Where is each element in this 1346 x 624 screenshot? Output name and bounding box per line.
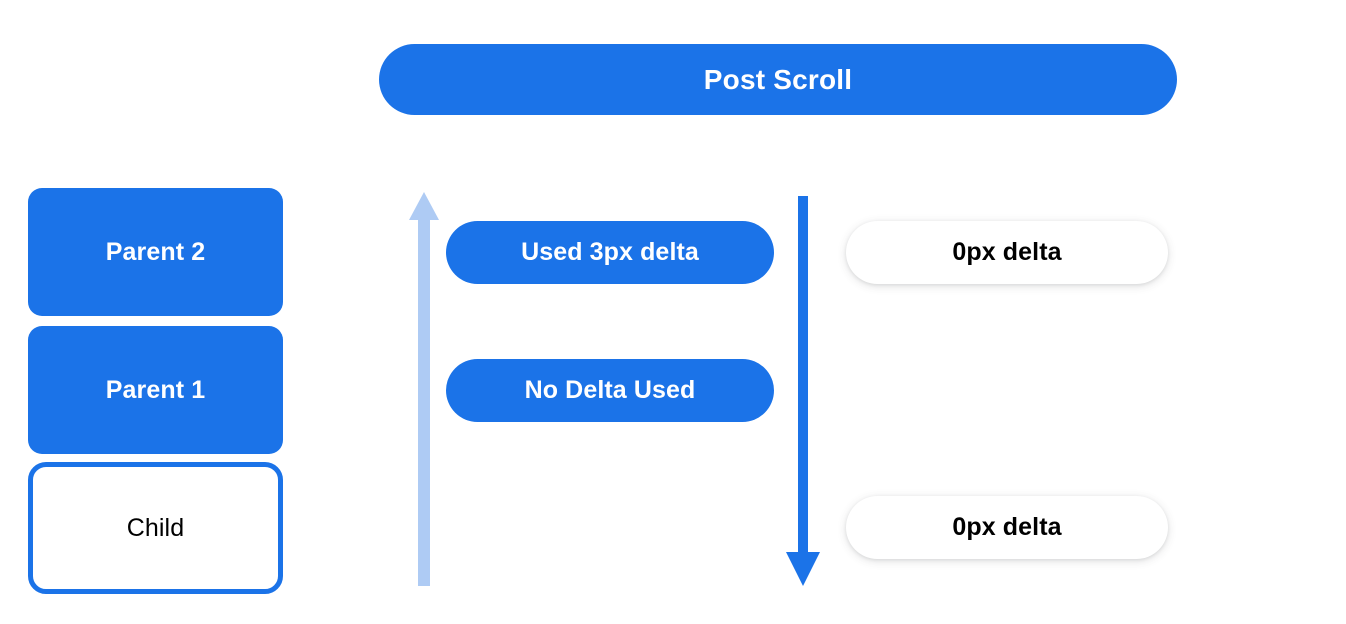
consumed-pill-no-delta-label: No Delta Used (524, 376, 696, 404)
post-scroll-header: Post Scroll (379, 44, 1177, 115)
up-arrow-icon (409, 192, 439, 586)
scroll-chain-box-parent2[interactable]: Parent 2 (28, 188, 283, 316)
remaining-pill-zero-top[interactable]: 0px delta (846, 221, 1168, 284)
post-scroll-header-label: Post Scroll (703, 63, 853, 95)
scroll-chain-box-parent1[interactable]: Parent 1 (28, 326, 283, 454)
down-arrow-icon (786, 196, 820, 586)
scroll-chain-box-child[interactable]: Child (28, 462, 283, 594)
consumed-pill-used-delta[interactable]: Used 3px delta (446, 221, 774, 284)
consumed-pill-no-delta[interactable]: No Delta Used (446, 359, 774, 422)
scroll-chain-box-child-label: Child (126, 513, 185, 542)
consumed-pill-used-delta-label: Used 3px delta (521, 238, 699, 266)
scroll-chain-box-parent1-label: Parent 1 (105, 375, 206, 404)
remaining-pill-zero-bottom[interactable]: 0px delta (846, 496, 1168, 559)
remaining-pill-zero-bottom-label: 0px delta (952, 513, 1062, 541)
scroll-chain-box-parent2-label: Parent 2 (105, 237, 206, 266)
remaining-pill-zero-top-label: 0px delta (952, 238, 1062, 266)
